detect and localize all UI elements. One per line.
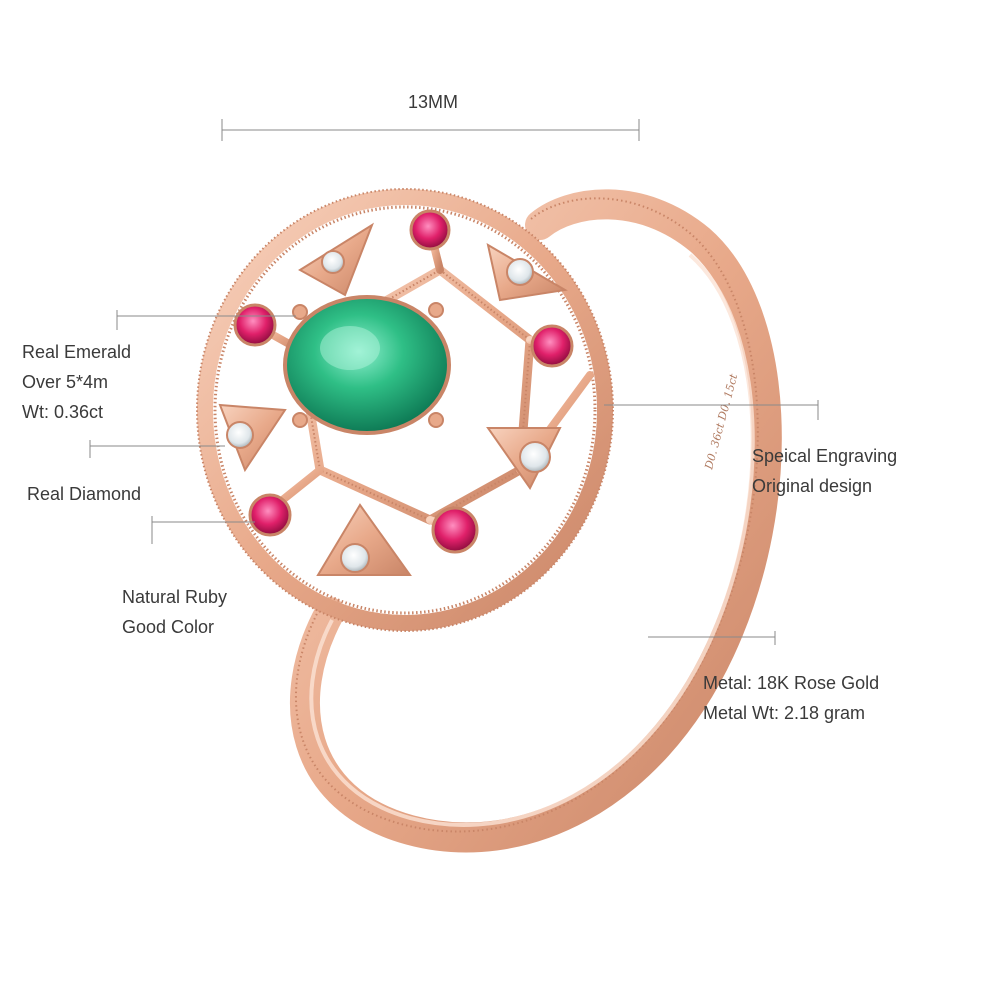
emerald-stone — [283, 295, 451, 435]
engraving-text: D0. 36ct D0. 15ct — [702, 372, 740, 472]
diamond-label-line1: Real Diamond — [27, 484, 142, 504]
ruby-stones — [233, 209, 574, 554]
ruby-label-line2: Good Color — [122, 617, 215, 637]
ring-band — [289, 189, 782, 853]
diamond-stones — [226, 250, 551, 573]
dimension-label: 13MM — [408, 92, 459, 112]
metal-label-line1: Metal: 18K Rose Gold — [703, 673, 880, 693]
engraving-label-line1: Speical Engraving — [752, 446, 898, 466]
ruby-label-line1: Natural Ruby — [122, 587, 228, 607]
emerald-label-line1: Real Emerald — [22, 342, 132, 362]
engraving-label-line2: Original design — [752, 476, 873, 496]
emerald-label-line2: Over 5*4m — [22, 372, 109, 392]
metal-label-line2: Metal Wt: 2.18 gram — [703, 703, 866, 723]
emerald-label-line3: Wt: 0.36ct — [22, 402, 104, 422]
callout-lines — [89, 310, 819, 645]
dimension-marker — [221, 119, 640, 141]
